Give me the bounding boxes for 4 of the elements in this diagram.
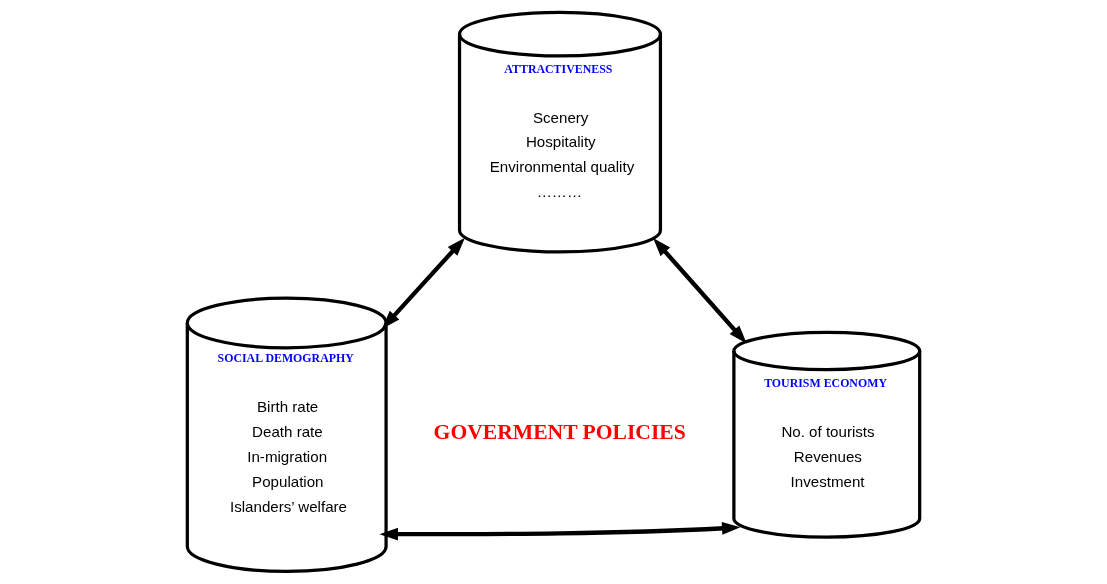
arrow [653, 238, 747, 344]
arrow [379, 521, 741, 541]
label: GOVERMENT POLICIES [433, 420, 686, 445]
arrow [382, 237, 465, 329]
